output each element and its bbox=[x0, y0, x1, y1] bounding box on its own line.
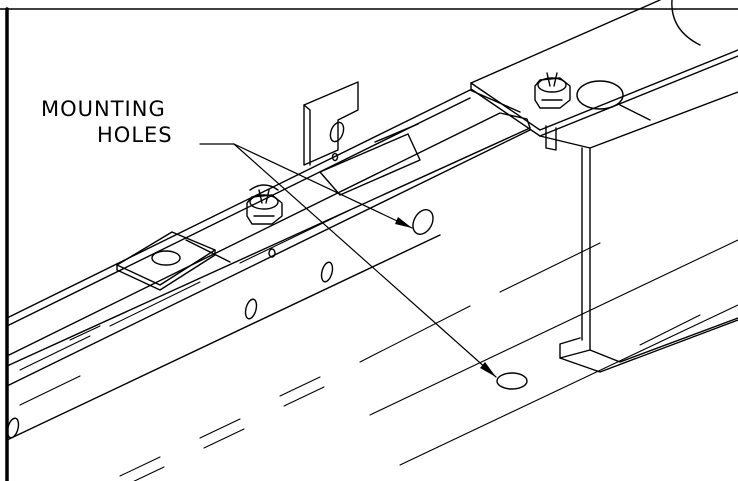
callout-leaders bbox=[199, 143, 497, 378]
rail-screw bbox=[246, 184, 283, 225]
mounting-holes bbox=[6, 209, 528, 439]
callout-label-line1: MOUNTING bbox=[41, 97, 166, 121]
bracket-screw bbox=[534, 72, 571, 109]
leader-arrowheads bbox=[395, 217, 496, 377]
drawing-frame bbox=[0, 7, 738, 481]
support-bracket bbox=[470, 0, 738, 373]
channel-rail bbox=[6, 89, 738, 481]
callout-label-line2: HOLES bbox=[97, 123, 173, 147]
square-washer bbox=[116, 231, 231, 291]
vertical-tab bbox=[303, 81, 421, 196]
